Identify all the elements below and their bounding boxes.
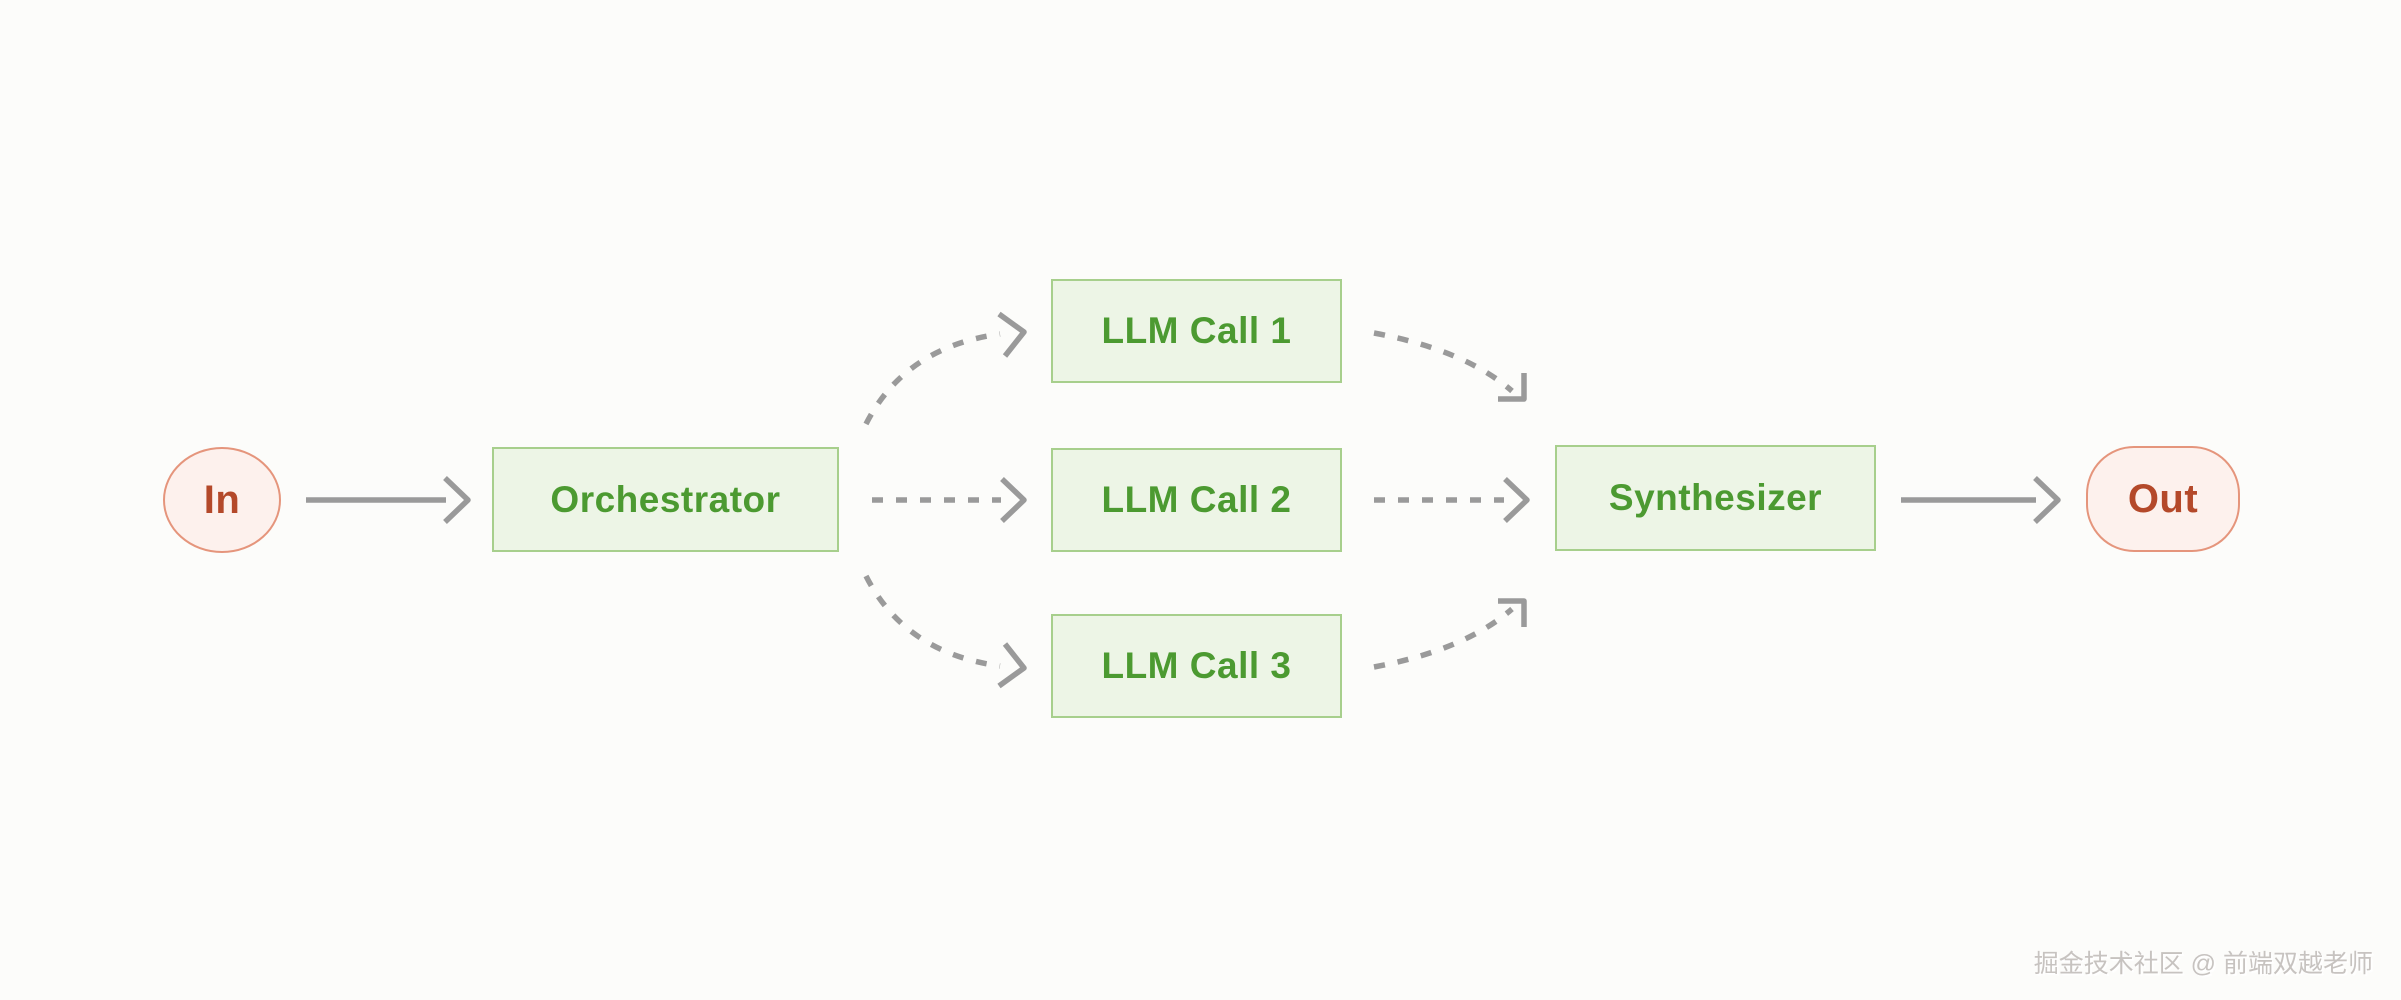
arrow-synthesizer-to-out — [1901, 476, 2061, 524]
arrow-in-to-orchestrator — [306, 476, 471, 524]
watermark-text: 掘金技术社区 @ 前端双越老师 — [2033, 950, 2373, 978]
node-out-label: Out — [2127, 476, 2199, 521]
node-orchestrator: Orchestrator — [492, 447, 839, 552]
arrow-orchestrator-to-llm-call-3 — [863, 574, 1027, 689]
node-llm-call-3: LLM Call 3 — [1051, 614, 1342, 718]
node-out: Out — [2086, 446, 2240, 552]
node-synthesizer: Synthesizer — [1555, 445, 1876, 551]
arrow-llm-call-3-to-synthesizer — [1373, 598, 1527, 670]
arrow-orchestrator-to-llm-call-1 — [863, 311, 1027, 426]
node-llm-call-1-label: LLM Call 1 — [1101, 310, 1292, 351]
arrow-llm-call-1-to-synthesizer — [1373, 330, 1527, 402]
node-orchestrator-label: Orchestrator — [550, 478, 781, 520]
arrow-llm-call-2-to-synthesizer — [1374, 477, 1530, 523]
node-synthesizer-label: Synthesizer — [1608, 477, 1823, 518]
node-llm-call-2: LLM Call 2 — [1051, 448, 1342, 552]
node-llm-call-2-label: LLM Call 2 — [1101, 479, 1292, 520]
node-llm-call-1: LLM Call 1 — [1051, 279, 1342, 383]
node-in: In — [163, 447, 281, 553]
node-in-label: In — [203, 477, 241, 522]
node-llm-call-3-label: LLM Call 3 — [1101, 645, 1292, 686]
arrow-orchestrator-to-llm-call-2 — [872, 477, 1027, 523]
